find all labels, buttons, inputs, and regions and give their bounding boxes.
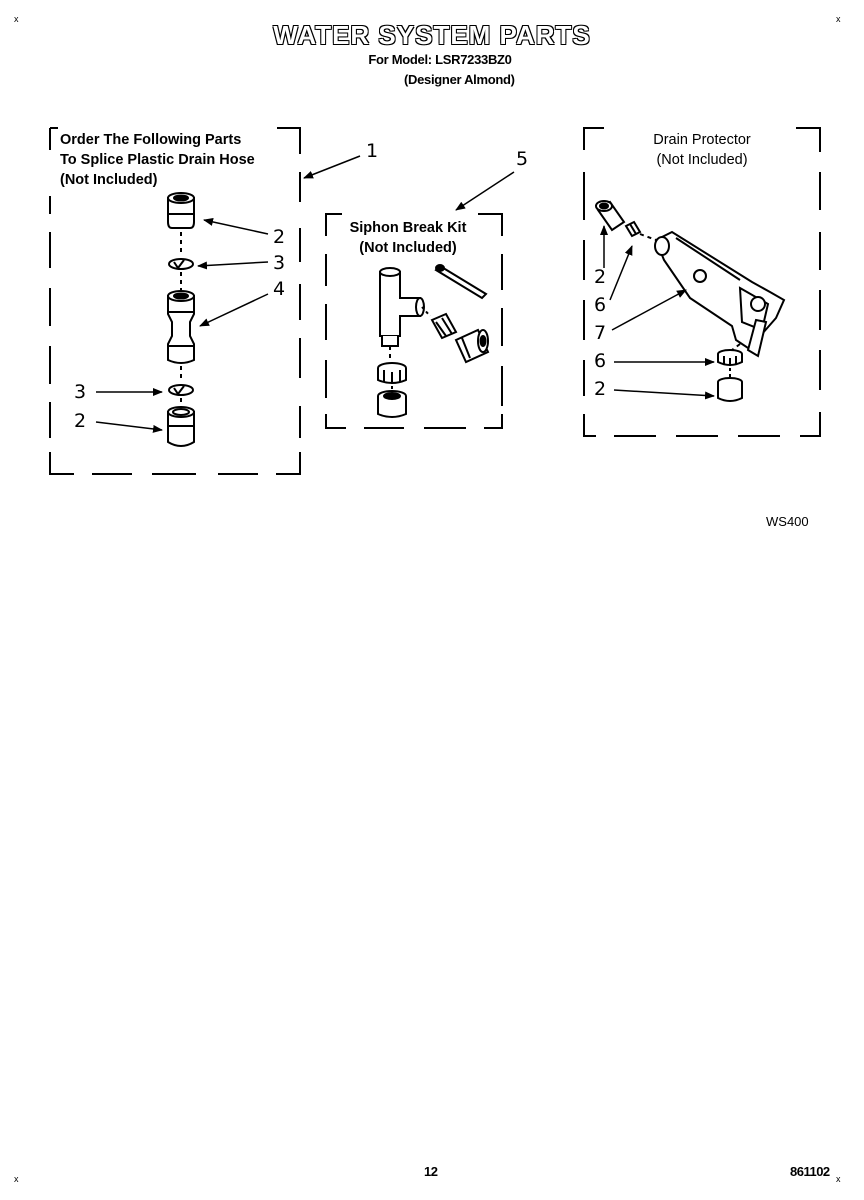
splice-box-label-line-2: To Splice Plastic Drain Hose	[60, 152, 255, 168]
drain-box-label-line-1: Drain Protector	[653, 132, 751, 148]
callout-drain-7: 7	[594, 322, 607, 344]
siphon-tee	[379, 267, 425, 347]
siphon-box-label: Siphon Break Kit (Not Included)	[328, 218, 488, 258]
water-system-diagram	[49, 127, 821, 475]
siphon-side-nut	[430, 312, 458, 340]
hose-coupling-bottom	[167, 406, 195, 447]
drain-box-label-line-2: (Not Included)	[656, 152, 748, 168]
callout-1: 1	[366, 140, 379, 162]
drain-protector-body	[654, 230, 786, 358]
siphon-parts	[377, 264, 490, 418]
splice-box-label: Order The Following Parts To Splice Plas…	[60, 130, 255, 190]
drain-parts	[595, 200, 786, 402]
drain-box-label: Drain Protector (Not Included)	[612, 130, 792, 170]
callout-splice-3-top: 3	[273, 252, 286, 274]
page-title: WATER SYSTEM PARTS	[273, 20, 591, 50]
drain-coupling-top	[595, 200, 626, 232]
variant-line: (Designer Almond)	[404, 72, 515, 87]
siphon-coupling	[377, 390, 407, 418]
drain-clamp-bottom	[717, 349, 743, 366]
hose-coupling-top	[167, 192, 195, 229]
callout-drain-2-top: 2	[594, 266, 607, 288]
drain-coupling-bottom	[717, 377, 743, 402]
callout-splice-4: 4	[273, 278, 286, 300]
splice-box-label-line-3: (Not Included)	[60, 172, 158, 188]
splice-parts	[167, 192, 195, 447]
figure-code: WS400	[766, 514, 809, 529]
callout-splice-2-bottom: 2	[74, 410, 87, 432]
callout-drain-6-top: 6	[594, 294, 607, 316]
drain-box-frame	[583, 127, 821, 437]
splice-box-frame	[49, 127, 301, 475]
siphon-box-frame	[325, 213, 503, 429]
corner-mark-top-left: x	[14, 14, 19, 24]
corner-mark-bottom-right: x	[836, 1174, 841, 1184]
callout-drain-2-bottom: 2	[594, 378, 607, 400]
drain-clamp-top	[624, 220, 642, 238]
hose-clamp-top	[168, 258, 194, 270]
model-line: For Model: LSR7233BZ0	[368, 52, 512, 67]
callout-drain-6-bottom: 6	[594, 350, 607, 372]
siphon-box-label-line-1: Siphon Break Kit	[349, 220, 467, 236]
leader-arrows	[95, 155, 715, 433]
callout-5: 5	[516, 148, 529, 170]
siphon-nut	[377, 362, 407, 384]
corner-mark-bottom-left: x	[14, 1174, 19, 1184]
callout-splice-2-top: 2	[273, 226, 286, 248]
hose-splice-connector	[167, 290, 195, 364]
page-number: 12	[424, 1164, 438, 1179]
splice-box-label-line-1: Order The Following Parts	[60, 132, 242, 148]
hose-clamp-bottom	[168, 384, 194, 396]
corner-mark-top-right: x	[836, 14, 841, 24]
callout-splice-3-bottom: 3	[74, 381, 87, 403]
siphon-tie-strap	[434, 264, 488, 300]
siphon-side-coupling	[454, 328, 490, 364]
document-number: 861102	[790, 1164, 830, 1179]
siphon-box-label-line-2: (Not Included)	[359, 240, 457, 256]
